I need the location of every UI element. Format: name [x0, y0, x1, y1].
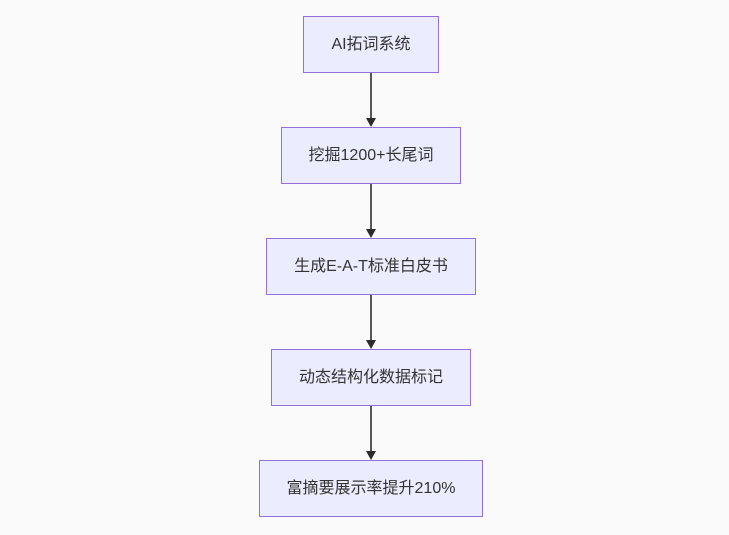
- flow-node-rich-snippet-rate-increase: 富摘要展示率提升210%: [258, 460, 484, 517]
- flow-node-mine-longtail-keywords: 挖掘1200+长尾词: [280, 127, 462, 184]
- arrow-down-edge-3: [366, 295, 376, 349]
- arrowhead-down-icon: [366, 340, 376, 349]
- arrow-down-edge-2: [366, 184, 376, 238]
- arrow-down-edge-4: [366, 406, 376, 460]
- node-label: 挖掘1200+长尾词: [308, 147, 434, 164]
- arrow-shaft: [370, 406, 372, 451]
- arrowhead-down-icon: [366, 118, 376, 127]
- flow-node-dynamic-structured-data-markup: 动态结构化数据标记: [271, 349, 472, 406]
- node-label: 富摘要展示率提升210%: [286, 480, 456, 497]
- flow-node-ai-word-expansion-system: AI拓词系统: [303, 16, 439, 73]
- arrow-down-edge-1: [366, 73, 376, 127]
- node-label: AI拓词系统: [331, 36, 411, 53]
- arrow-shaft: [370, 295, 372, 340]
- arrowhead-down-icon: [366, 451, 376, 460]
- flow-node-generate-eat-whitepaper: 生成E-A-T标准白皮书: [266, 238, 476, 295]
- node-label: 动态结构化数据标记: [299, 369, 444, 386]
- arrow-shaft: [370, 184, 372, 229]
- arrowhead-down-icon: [366, 229, 376, 238]
- node-label: 生成E-A-T标准白皮书: [294, 258, 448, 275]
- arrow-shaft: [370, 73, 372, 118]
